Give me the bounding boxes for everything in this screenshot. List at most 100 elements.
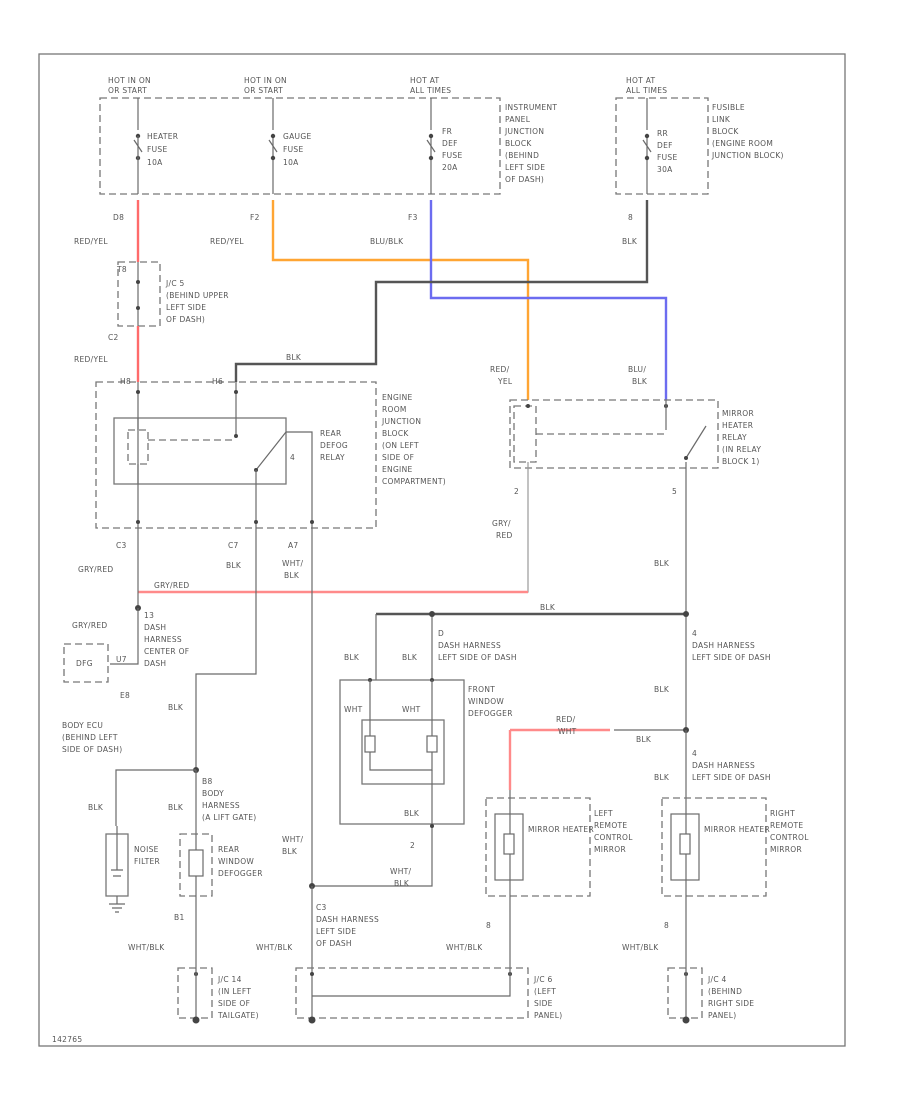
fusible-l1: FUSIBLE	[712, 103, 745, 112]
right-mirror-heater	[670, 813, 700, 881]
ipjb-l3: JUNCTION	[504, 127, 544, 136]
jc6-l1: J/C 6	[533, 975, 553, 984]
rear-relay-pin-h6: H6	[212, 377, 223, 386]
fuse1-l2: FUSE	[147, 145, 168, 154]
mirror-relay-switch	[685, 425, 707, 459]
fuse1-sub: OR START	[108, 86, 147, 95]
jc14-l1: J/C 14	[217, 975, 242, 984]
fuse2-sub: OR START	[244, 86, 283, 95]
jc5-l1: J/C 5	[165, 279, 185, 288]
front-defogger-l3: DEFOGGER	[468, 709, 513, 718]
fuse2-l3: 10A	[283, 158, 299, 167]
body-harness-l2: HARNESS	[202, 801, 240, 810]
dash-bottom-l1: DASH HARNESS	[316, 915, 379, 924]
front-heater-left	[364, 735, 376, 753]
mirror-relay-l1: MIRROR	[722, 409, 754, 418]
fuse1-l1: HEATER	[147, 132, 178, 141]
engine-room-jb-box	[95, 381, 377, 529]
jc6-l4: PANEL)	[534, 1011, 562, 1020]
dash-splice-l3: CENTER OF	[144, 647, 189, 656]
mirror-relay-l3: RELAY	[722, 433, 747, 442]
mirror-relay-l4: (IN RELAY	[722, 445, 761, 454]
right-mirror-heater-l1: MIRROR HEATER	[704, 825, 770, 834]
wire-wht-blk-c1: WHT/	[282, 835, 304, 844]
fusible-link-box	[615, 97, 709, 195]
wire-blk-11: BLK	[636, 735, 652, 744]
mirror-relay-l5: BLOCK 1)	[722, 457, 760, 466]
rear-relay-l2: DEFOG	[320, 441, 348, 450]
body-ecu-pin2: E8	[120, 691, 130, 700]
wire-red-yel-2l-1: RED/	[490, 365, 510, 374]
ipjb-l2: PANEL	[505, 115, 531, 124]
ipjb-l5: (BEHIND	[505, 151, 539, 160]
dash-left-pin: D	[438, 629, 444, 638]
fuse2-source: HOT IN ON	[244, 76, 287, 85]
dash-right2-pin: 4	[692, 749, 697, 758]
fuse1-l3: 10A	[147, 158, 163, 167]
wire-blu-blk-2l-1: BLU/	[628, 365, 646, 374]
fusible-l5: JUNCTION BLOCK)	[711, 151, 784, 160]
wire-wht-blk-b2: BLK	[394, 879, 410, 888]
left-mirror-l4: MIRROR	[594, 845, 626, 854]
jc5-l2: (BEHIND UPPER	[166, 291, 229, 300]
right-mirror-l2: REMOTE	[770, 821, 803, 830]
body-harness-l1: BODY	[202, 789, 224, 798]
erjb-l1: ENGINE	[382, 393, 413, 402]
wire-blk-12: BLK	[654, 773, 670, 782]
fuse1-pin: D8	[113, 213, 124, 222]
dash-splice-l2: HARNESS	[144, 635, 182, 644]
fuse3-sub: ALL TIMES	[410, 86, 451, 95]
front-heater-right	[426, 735, 438, 753]
noise-filter-l1: NOISE	[134, 845, 159, 854]
wire-gry-red-2l-1: GRY/	[492, 519, 511, 528]
wire-blk-8: BLK	[402, 653, 418, 662]
front-defogger-box	[339, 679, 465, 825]
fusible-l3: BLOCK	[712, 127, 739, 136]
wire-red-yel-3: RED/YEL	[210, 237, 244, 246]
ipjb-l6: LEFT SIDE	[505, 163, 545, 172]
fuse3-l3: FUSE	[442, 151, 463, 160]
dash-bottom-l3: OF DASH	[316, 939, 352, 948]
wire-wht-blk-e: WHT/BLK	[446, 943, 483, 952]
body-ecu-l2: (BEHIND LEFT	[62, 733, 118, 742]
jc4-l1: J/C 4	[707, 975, 727, 984]
ipjb-l7: OF DASH)	[505, 175, 544, 184]
body-ecu-l3: SIDE OF DASH)	[62, 745, 122, 754]
wire-red-yel-1: RED/YEL	[74, 237, 108, 246]
jc5-pin-top: T8	[116, 265, 127, 274]
jc6-l2: (LEFT	[534, 987, 556, 996]
rear-relay-pin-a7: A7	[288, 541, 299, 550]
rear-relay-pin4: 4	[290, 453, 295, 462]
wire-blk-4: BLK	[168, 703, 184, 712]
wire-wht-blk-c2: BLK	[282, 847, 298, 856]
front-defogger-l2: WINDOW	[468, 697, 504, 706]
dash-right1-l2: LEFT SIDE OF DASH	[692, 653, 771, 662]
wire-red-wht-1: RED/	[556, 715, 576, 724]
left-mirror-l1: LEFT	[594, 809, 613, 818]
noise-filter-ground-icon	[109, 903, 125, 913]
mirror-relay-l2: HEATER	[722, 421, 753, 430]
fusible-l2: LINK	[712, 115, 731, 124]
erjb-l6: SIDE OF	[382, 453, 414, 462]
fuse4-source: HOT AT	[626, 76, 656, 85]
wire-wht-blk-b1: WHT/	[390, 867, 412, 876]
fuse3-l1: FR	[442, 127, 452, 136]
wire-gry-red-2: GRY/RED	[78, 565, 113, 574]
wire-blk-3: BLK	[226, 561, 242, 570]
rear-defog-relay	[113, 417, 287, 485]
fuse3-pin: F3	[408, 213, 418, 222]
noise-filter-l2: FILTER	[134, 857, 160, 866]
ground-jc14-icon	[192, 1016, 200, 1024]
dash-right2-l1: DASH HARNESS	[692, 761, 755, 770]
left-mirror-box	[485, 797, 591, 897]
fusible-l4: (ENGINE ROOM	[712, 139, 773, 148]
wire-wht-blk-d: WHT/BLK	[128, 943, 165, 952]
ipjb-l1: INSTRUMENT	[505, 103, 557, 112]
fuse4-l1: RR	[657, 129, 668, 138]
jc4-l4: PANEL)	[708, 1011, 736, 1020]
fuse2-l2: FUSE	[283, 145, 304, 154]
dash-right1-l1: DASH HARNESS	[692, 641, 755, 650]
wire-blk-6: BLK	[540, 603, 556, 612]
jc5-l3: LEFT SIDE	[166, 303, 206, 312]
